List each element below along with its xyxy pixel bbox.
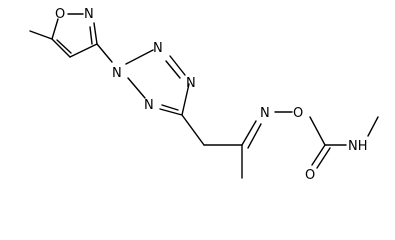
bond-c5-ch2 xyxy=(181,114,205,146)
bond-c4-c3 xyxy=(69,43,98,58)
bond-c3-n xyxy=(93,22,98,45)
bond-ring-o-c5 xyxy=(51,18,59,40)
oxime-o-label: O xyxy=(293,106,303,121)
isoxazole-ring xyxy=(51,13,98,58)
bond-nh-methyl xyxy=(367,116,379,137)
isoxazole-o-label: O xyxy=(55,7,65,22)
bond-n3-n4-double xyxy=(165,60,181,79)
tetrazole-n4-label: N xyxy=(186,76,196,91)
tetrazole-n1-label: N xyxy=(144,98,154,113)
bond-c-n xyxy=(241,120,257,146)
bond-isoxazole-tetrazole xyxy=(96,43,113,63)
structure-svg: O N N N N N N O NH O xyxy=(29,7,379,183)
isoxazole-n-label: N xyxy=(84,7,94,22)
tetrazole-n2-label: N xyxy=(112,66,122,81)
molecule-diagram: O N N N N N N O NH O xyxy=(29,7,379,183)
carbamate-nh-label: NH xyxy=(348,139,368,154)
tetrazole-n3-label: N xyxy=(153,41,163,56)
bond-c5-methyl xyxy=(29,30,53,40)
tetrazole-ring xyxy=(125,49,190,116)
carbonyl-o-label: O xyxy=(305,168,315,183)
bond-n3-n4 xyxy=(169,55,186,76)
bond-n4-c5 xyxy=(181,83,190,116)
bond-o-carbonyl-c xyxy=(309,116,326,146)
bond-carbonyl-c-o xyxy=(311,144,326,166)
bond-c5-c4-double xyxy=(56,39,72,54)
oxime-n-label: N xyxy=(260,106,270,121)
bond-n2-n3 xyxy=(125,49,154,65)
bond-n1-n2 xyxy=(127,77,146,99)
bond-carbonyl-c-o-double xyxy=(316,147,331,169)
bond-c5-n1-double xyxy=(161,104,179,111)
bond-c5-n1 xyxy=(159,108,183,116)
bond-c-n-double xyxy=(247,123,262,149)
bond-c3-n-double xyxy=(89,26,93,45)
bond-c5-c4 xyxy=(51,38,71,58)
